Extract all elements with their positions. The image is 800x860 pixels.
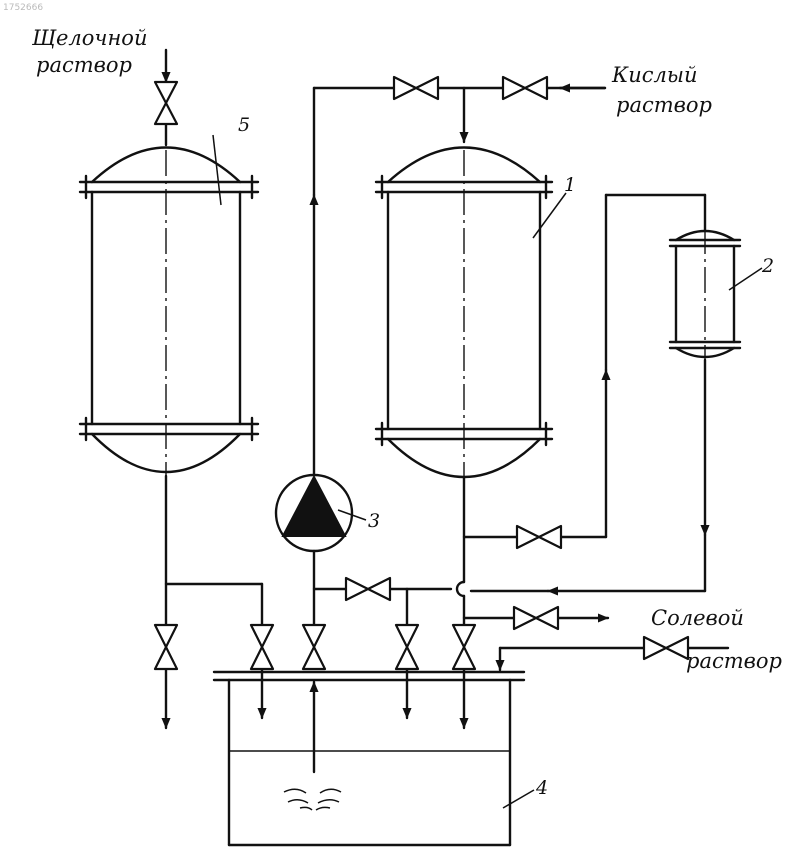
valve-salt-inlet [644, 637, 688, 659]
number-pump-3: 3 [368, 510, 380, 532]
acid-solution-label-1: Кислый [611, 63, 698, 87]
alkaline-solution-label-2: раствор [36, 53, 132, 77]
valve-alkaline-inlet [155, 82, 177, 124]
valve-tank5-drain [155, 625, 177, 669]
number-tank-1: 1 [564, 174, 576, 196]
corner-code: 1752666 [3, 3, 43, 13]
acid-solution-label-2: раствор [616, 93, 712, 117]
alkaline-solution-label-1: Щелочной [31, 26, 147, 50]
tank-1 [376, 148, 566, 479]
valve-tank1-to-vessel2 [517, 526, 561, 548]
valve-outlet-right [514, 607, 558, 629]
tank-5 [80, 135, 258, 476]
salt-solution-label-2: раствор [686, 649, 782, 673]
valve-acid-right [503, 77, 547, 99]
number-tank-5: 5 [238, 114, 250, 136]
vessel-2 [670, 228, 762, 360]
valve-bypass [346, 578, 390, 600]
valve-acid-left [394, 77, 438, 99]
number-tank-4: 4 [535, 777, 548, 799]
valve-tank4-c [396, 625, 418, 669]
pipelines [166, 50, 728, 772]
valve-tank4-b [303, 625, 325, 669]
valve-tank4-a [251, 625, 273, 669]
number-vessel-2: 2 [761, 255, 774, 277]
salt-solution-label-1: Солевой [651, 606, 744, 630]
pump-3 [276, 475, 366, 551]
distributor-icon [284, 789, 341, 810]
valve-tank4-d [453, 625, 475, 669]
valves [155, 77, 688, 669]
